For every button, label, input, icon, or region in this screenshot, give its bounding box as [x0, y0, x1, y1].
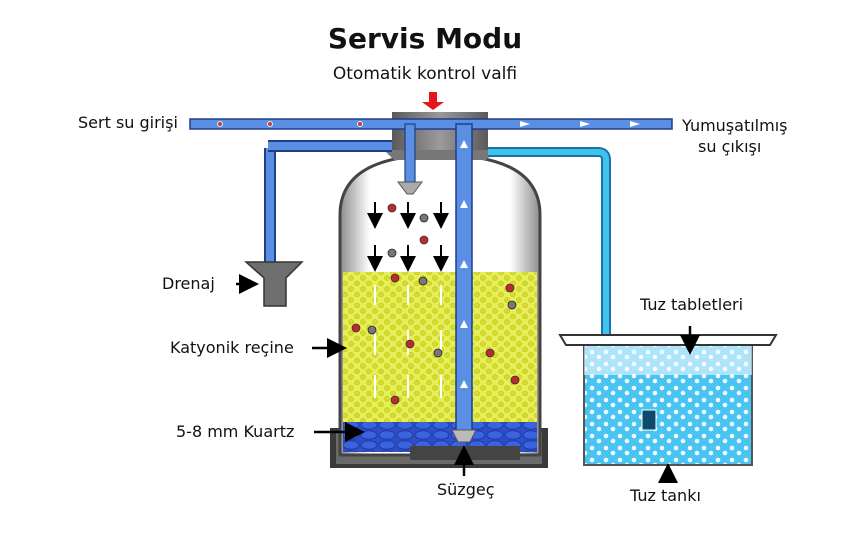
drain-funnel: [244, 261, 304, 307]
main-pipe: [189, 118, 673, 130]
label-arrows: [236, 274, 700, 483]
softened-outlet-label-1: Yumuşatılmış: [682, 116, 788, 135]
salt-tablets-label: Tuz tabletleri: [640, 295, 744, 314]
drain-label: Drenaj: [162, 274, 215, 293]
valve-label: Otomatik kontrol valfi: [332, 64, 518, 84]
quartz-label: 5-8 mm Kuartz: [176, 422, 295, 441]
valve-arrow-icon: [422, 92, 444, 110]
cation-resin-label: Katyonik reçine: [170, 338, 294, 357]
strainer-label: Süzgeç: [437, 480, 495, 499]
salt-tank-label: Tuz tankı: [630, 486, 701, 505]
hard-water-inlet-label: Sert su girişi: [78, 113, 178, 132]
softened-outlet-label-2: su çıkışı: [698, 137, 762, 156]
page-title: Servis Modu: [327, 22, 523, 55]
